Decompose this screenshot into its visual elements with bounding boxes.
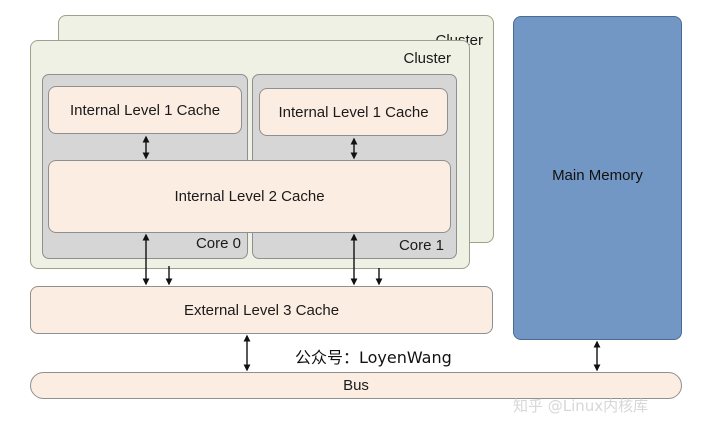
author-watermark: 公众号：LoyenWang [295,348,452,367]
core-1-label: Core 1 [398,237,444,254]
cluster-front-label: Cluster [403,50,451,67]
main-memory: Main Memory [513,16,682,340]
l2-cache: Internal Level 2 Cache [48,160,451,233]
core-0-label: Core 0 [195,235,241,252]
site-watermark: 知乎 @Linux内核库 [513,397,649,415]
main-memory-label: Main Memory [552,167,643,184]
l1-cache-core-0: Internal Level 1 Cache [48,86,242,134]
l3-cache: External Level 3 Cache [30,286,493,334]
l1-cache-core-1: Internal Level 1 Cache [259,88,448,136]
bus: Bus [30,372,682,399]
